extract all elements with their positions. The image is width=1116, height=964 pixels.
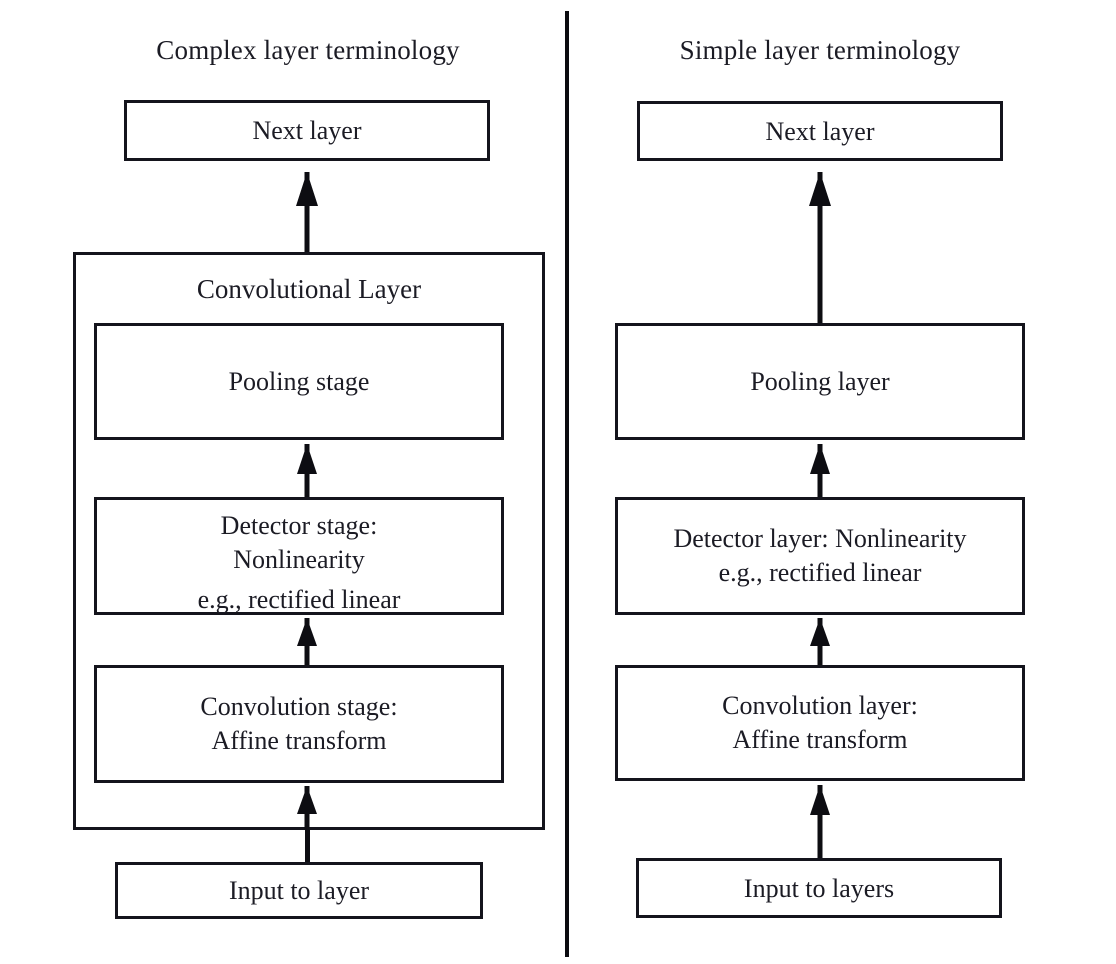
box-label-line-1: Detector stage:: [220, 511, 378, 540]
box-label: Pooling layer: [750, 367, 890, 396]
box-label-line-3: e.g., rectified linear: [197, 585, 401, 614]
up-arrow-icon-convolution-to-detector-simple: [799, 618, 841, 665]
arrow-shaft: [304, 172, 310, 252]
up-arrow-icon-convolution-to-detector-complex: [286, 618, 328, 665]
up-arrow-icon-detector-to-pooling-complex: [286, 444, 328, 497]
box-label-line-2: Affine transform: [211, 726, 387, 755]
box-label-line-2: e.g., rectified linear: [718, 558, 922, 587]
box-input-to-layer: Input to layer: [115, 862, 483, 919]
box-detector-layer: Detector layer: Nonlinearity e.g., recti…: [615, 497, 1025, 615]
box-label: Next layer: [252, 116, 362, 145]
box-convolution-layer: Convolution layer: Affine transform: [615, 665, 1025, 781]
box-convolution-stage: Convolution stage: Affine transform: [94, 665, 504, 783]
box-next-layer-simple: Next layer: [637, 101, 1003, 161]
box-label-line-2: Nonlinearity: [233, 545, 365, 574]
box-label-line-1: Convolution layer:: [722, 691, 918, 720]
group-box-label-convolutional-layer: Convolutional Layer: [196, 274, 422, 304]
vertical-connector-icon-input-complex: [305, 830, 310, 863]
box-label-line-1: Detector layer: Nonlinearity: [673, 524, 967, 553]
box-pooling-stage: Pooling stage: [94, 323, 504, 440]
arrow-shaft: [304, 786, 310, 830]
arrow-shaft: [304, 444, 310, 497]
box-label: Next layer: [765, 116, 875, 146]
vertical-divider-icon: [565, 11, 569, 957]
arrow-shaft: [817, 444, 823, 497]
arrow-shaft: [817, 172, 823, 323]
up-arrow-icon-pooling-to-next-simple: [799, 172, 841, 323]
box-label: Pooling stage: [228, 367, 370, 396]
box-pooling-layer: Pooling layer: [615, 323, 1025, 440]
arrow-shaft: [817, 618, 823, 665]
box-label-line-1: Convolution stage:: [200, 692, 398, 721]
box-detector-stage: Detector stage: Nonlinearity e.g., recti…: [94, 497, 504, 615]
box-label: Input to layers: [743, 873, 895, 903]
box-label: Input to layer: [228, 876, 370, 905]
column-title-simple: Simple layer terminology: [679, 35, 961, 65]
box-label-line-2: Affine transform: [732, 725, 908, 754]
up-arrow-icon-detector-to-pooling-simple: [799, 444, 841, 497]
up-arrow-icon-group-to-next-complex: [286, 172, 328, 252]
arrow-shaft: [304, 618, 310, 665]
box-next-layer-complex: Next layer: [124, 100, 490, 161]
up-arrow-icon-input-to-convolution-simple: [799, 785, 841, 858]
column-title-complex: Complex layer terminology: [156, 35, 460, 65]
up-arrow-icon-input-to-convolution-complex: [286, 786, 328, 830]
box-input-to-layers: Input to layers: [636, 858, 1002, 918]
arrow-shaft: [817, 785, 823, 858]
